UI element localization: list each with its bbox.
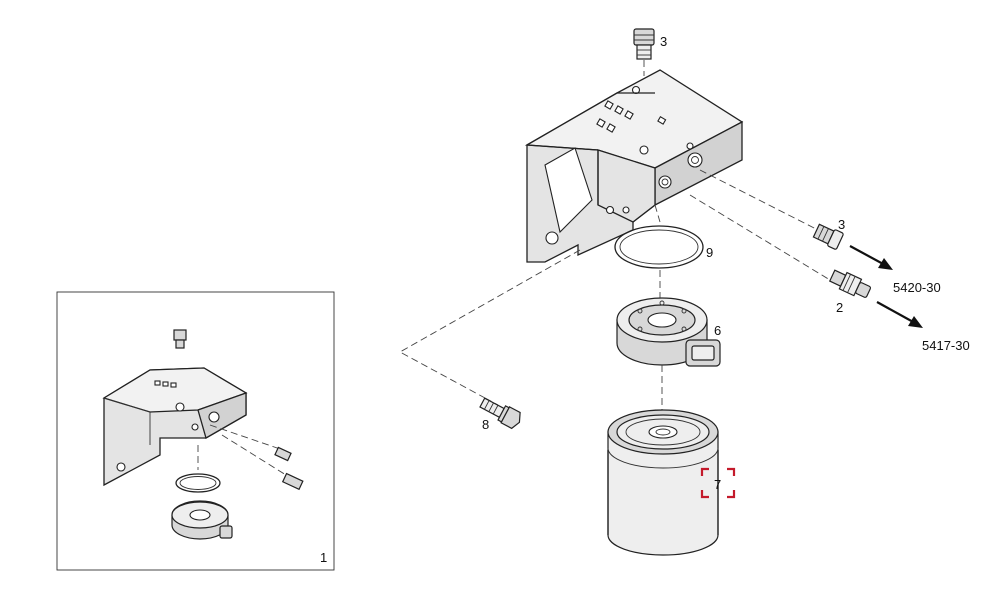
filter-head	[616, 297, 721, 367]
callout-sensor-top: 3	[660, 34, 667, 49]
bolt	[479, 397, 521, 430]
callout-filter: 7	[714, 477, 721, 492]
callout-sensor-side: 3	[838, 217, 845, 232]
inset-view: 1	[56, 291, 335, 571]
ref-sensor: 5420-30	[893, 280, 941, 295]
inset-temp-sender	[281, 472, 304, 491]
callout-seal-ring: 9	[706, 245, 713, 260]
ref-sender: 5417-30	[922, 338, 970, 353]
inset-filter-head	[171, 500, 233, 540]
callout-bolt: 8	[482, 417, 489, 432]
sensor-side	[812, 223, 844, 250]
callout-temp-sender: 2	[836, 300, 843, 315]
callout-filter-head: 6	[714, 323, 721, 338]
inset-sensor-top	[173, 329, 187, 349]
callout-inset: 1	[320, 550, 327, 565]
inset-bracket	[102, 367, 248, 487]
temp-sender	[828, 269, 872, 298]
inset-sensor-side	[274, 446, 292, 462]
inset-frame	[56, 291, 335, 571]
filter-cartridge	[607, 409, 719, 556]
callout-highlight	[700, 467, 736, 499]
sensor-top	[633, 28, 655, 60]
inset-seal-ring	[175, 473, 221, 493]
filter-mount-bracket	[524, 69, 744, 263]
seal-ring	[614, 225, 704, 269]
